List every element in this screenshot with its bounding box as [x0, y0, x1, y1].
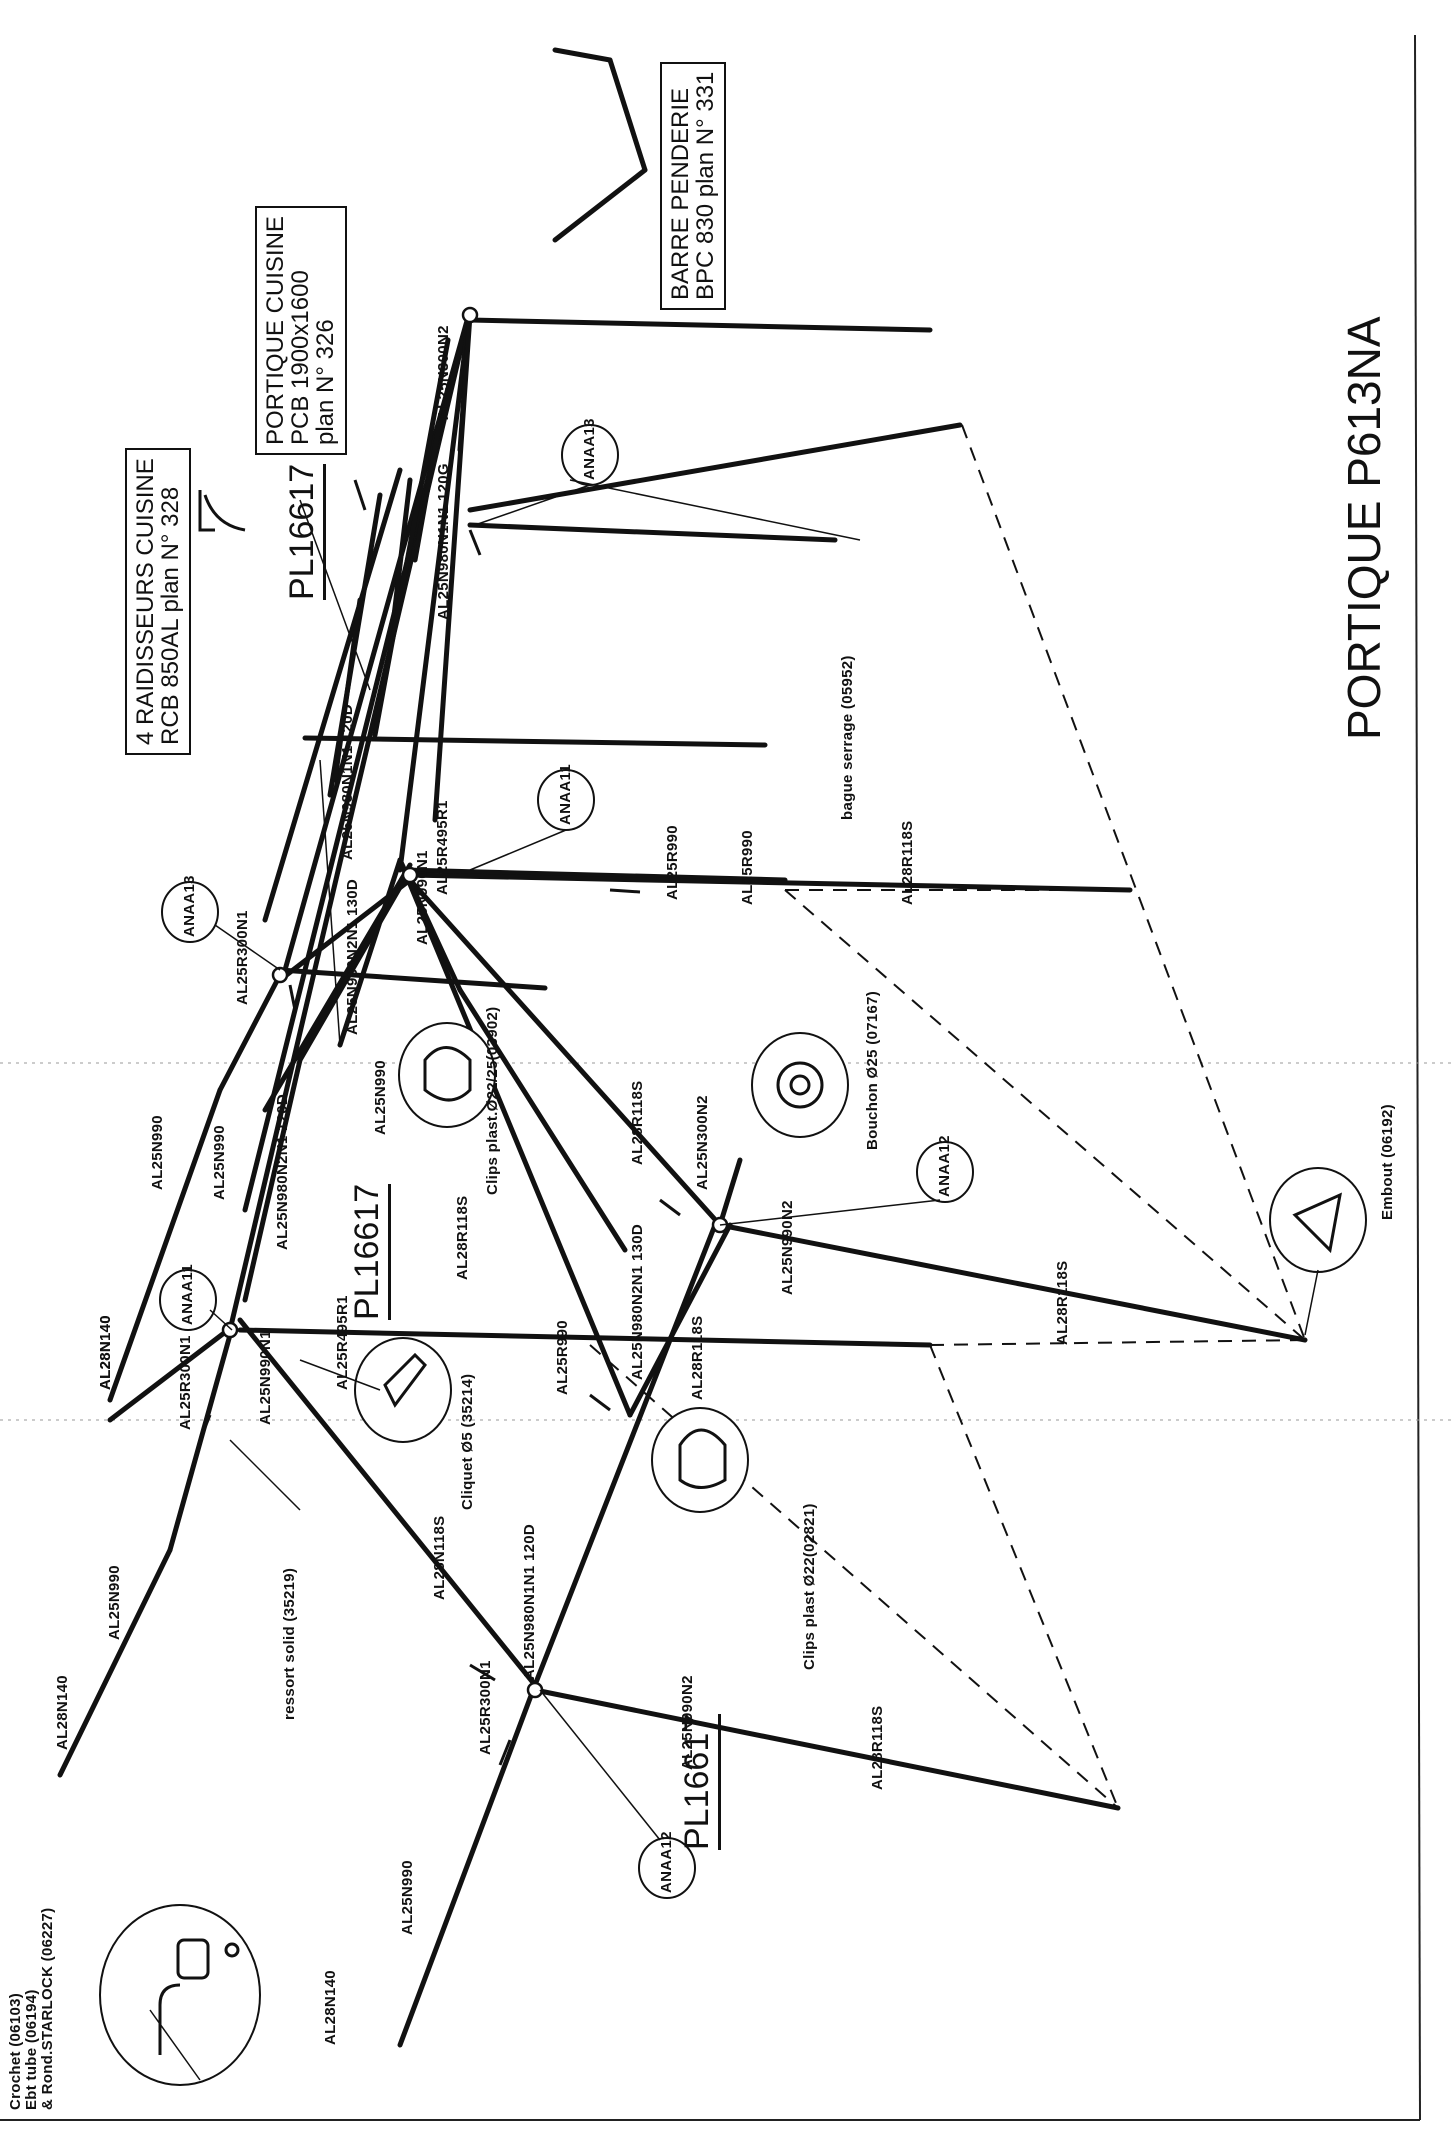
- bague-label: bague serrage (05952): [839, 655, 856, 820]
- cliquet-label: Cliquet Ø5 (35214): [459, 1373, 476, 1510]
- tube-label: AL25N980N2N1 130D: [629, 1223, 646, 1380]
- tube-label: AL28R118S: [869, 1705, 886, 1790]
- cuisine-line-3: plan N° 326: [312, 319, 340, 445]
- plan-ref-2: PL16617: [348, 1183, 391, 1320]
- tube-label: AL28R118S: [629, 1080, 646, 1165]
- embout-label: Embout (06192): [1379, 1104, 1396, 1220]
- raidisseurs-line-2: RCB 850AL plan N° 328: [157, 486, 185, 745]
- tube-label: AL28R118S: [899, 820, 916, 905]
- tube-label: AL28R118S: [454, 1195, 471, 1280]
- drawing-title: PORTIQUE P613NA: [1338, 316, 1390, 740]
- tube-label: AL25R990: [739, 830, 756, 905]
- crochet-line-3: & Rond.STARLOCK (06227): [38, 1907, 56, 2110]
- tube-label: AL25N990N1: [257, 1330, 274, 1425]
- tube-label: AL25N990: [106, 1565, 123, 1640]
- cuisine-line-2: PCB 1900x1600: [287, 270, 315, 445]
- tube-label: AL28N118S: [431, 1515, 448, 1600]
- tube-label: AL28N140: [54, 1675, 71, 1750]
- callout-circles: [99, 424, 1367, 2086]
- clips-label-2: Clips plast Ø22(02821): [801, 1503, 818, 1670]
- crochet-line-1: Crochet (06103): [7, 1992, 24, 2110]
- border-line: [1414, 34, 1421, 2121]
- joints: [221, 306, 729, 1699]
- tube-label: AL25N990N2: [679, 1675, 696, 1770]
- barre-penderie-box: BARRE PENDERIE BPC 830 plan N° 331: [660, 61, 727, 310]
- tube-label: AL25N980N2N1 130D: [344, 878, 361, 1035]
- ressort-label: ressort solid (35219): [281, 1567, 298, 1720]
- leader-lines: [149, 479, 1319, 2081]
- tube-label: AL28R118S: [689, 1315, 706, 1400]
- tube-label: AL25R300N1: [477, 1660, 494, 1755]
- tube-label: AL25R990: [554, 1320, 571, 1395]
- barre-line-2: BPC 830 plan N° 331: [692, 71, 720, 300]
- raidisseurs-line-1: 4 RAIDISSEURS CUISINE: [132, 458, 159, 745]
- tube-label: AL25N980N1N1 120D: [339, 703, 356, 860]
- detail-icons: [158, 490, 1342, 2055]
- crochet-label: Crochet (06103) Ebt tube (06194) & Rond.…: [7, 1907, 56, 2110]
- plan-ref-1: PL16617: [283, 463, 326, 600]
- callout-anaa11-left: ANAA11: [179, 1264, 196, 1325]
- tube-label: AL25R990: [664, 825, 681, 900]
- crochet-line-2: Ebt tube (06194): [22, 1989, 40, 2110]
- raidisseurs-box: 4 RAIDISSEURS CUISINE RCB 850AL plan N° …: [125, 448, 192, 755]
- portique-cuisine-box: PORTIQUE CUISINE PCB 1900x1600 plan N° 3…: [255, 206, 347, 455]
- tubes-main: [57, 47, 1308, 2048]
- tube-label: AL28R118S: [1054, 1260, 1071, 1345]
- tube-label: AL25N980N1N1 120G: [435, 463, 452, 620]
- tube-label: AL25N300N2: [435, 325, 452, 420]
- tube-label: AL25R300N1: [177, 1335, 194, 1430]
- tube-label: AL25N990N2: [779, 1200, 796, 1295]
- callout-anaa11-mid: ANAA11: [557, 764, 574, 825]
- tube-label: AL25N990: [149, 1115, 166, 1190]
- tube-label: AL25R300N1: [234, 910, 251, 1005]
- callout-anaa12-right: ANAA12: [936, 1135, 953, 1197]
- clips-label-1: Clips plast.Ø22/25(03902): [484, 1006, 501, 1195]
- tube-label: AL25N990N1: [414, 850, 431, 945]
- tube-label: AL28N140: [97, 1315, 114, 1390]
- tube-label: AL25N990: [211, 1125, 228, 1200]
- tube-label: AL28N140: [322, 1970, 339, 2045]
- callout-anaa13-left: ANAA13: [181, 875, 198, 937]
- tube-label: AL25N990: [399, 1860, 416, 1935]
- tube-label: AL25N980N1N1 120D: [521, 1523, 538, 1680]
- tube-label: AL25R495R1: [334, 1295, 351, 1390]
- tube-label: AL25R495R1: [434, 800, 451, 895]
- barre-line-1: BARRE PENDERIE: [667, 87, 694, 300]
- ground-lines: [589, 424, 1306, 1809]
- tube-label: AL25N990: [372, 1060, 389, 1135]
- tube-label: AL25N300N2: [694, 1095, 711, 1190]
- tube-label: AL25N980N2N1 120D: [274, 1093, 291, 1250]
- callout-anaa13-top: ANAA13: [581, 418, 598, 480]
- bouchon-label: Bouchon Ø25 (07167): [864, 990, 881, 1150]
- callout-anaa12-bottom: ANAA12: [658, 1831, 675, 1893]
- cuisine-line-1: PORTIQUE CUISINE: [262, 216, 289, 445]
